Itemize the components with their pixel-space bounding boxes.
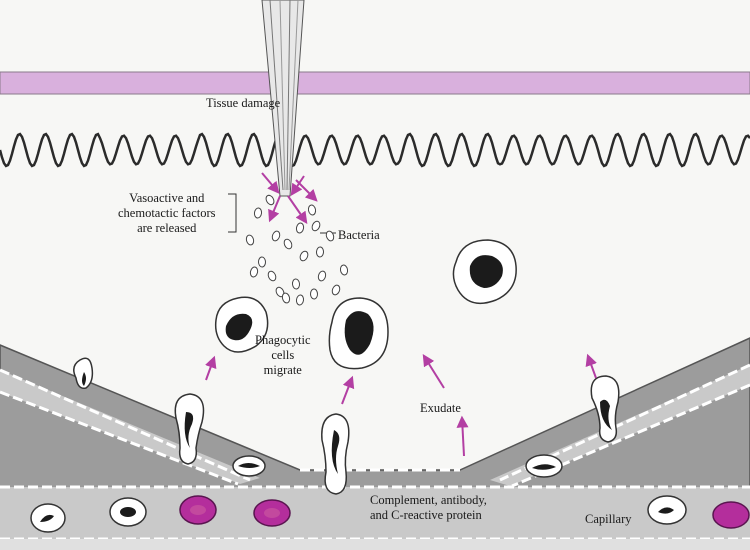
phagocytic-label-line: cells [255,348,311,363]
factors-label-line: are released [118,221,216,236]
bacterium [258,257,265,267]
complement-label: Complement, antibody, and C-reactive pro… [370,493,487,523]
phagocytic-label-line: migrate [255,363,311,378]
phagocytic-label-line: Phagocytic [255,333,311,348]
capillary-label: Capillary [585,512,632,527]
exudate-label: Exudate [420,401,461,416]
bacteria-label: Bacteria [338,228,380,243]
complement-label-line: and C-reactive protein [370,508,487,523]
phagocytic-label: Phagocytic cells migrate [255,333,311,378]
factors-label-line: chemotactic factors [118,206,216,221]
tissue-damage-label: Tissue damage [206,96,280,111]
bacterium [316,247,324,257]
bacterium [310,289,317,299]
factors-label-line: Vasoactive and [118,191,216,206]
skin-layer [0,72,750,94]
red-blood-cell [713,502,749,528]
factors-label: Vasoactive and chemotactic factors are r… [118,191,216,236]
complement-label-line: Complement, antibody, [370,493,487,508]
